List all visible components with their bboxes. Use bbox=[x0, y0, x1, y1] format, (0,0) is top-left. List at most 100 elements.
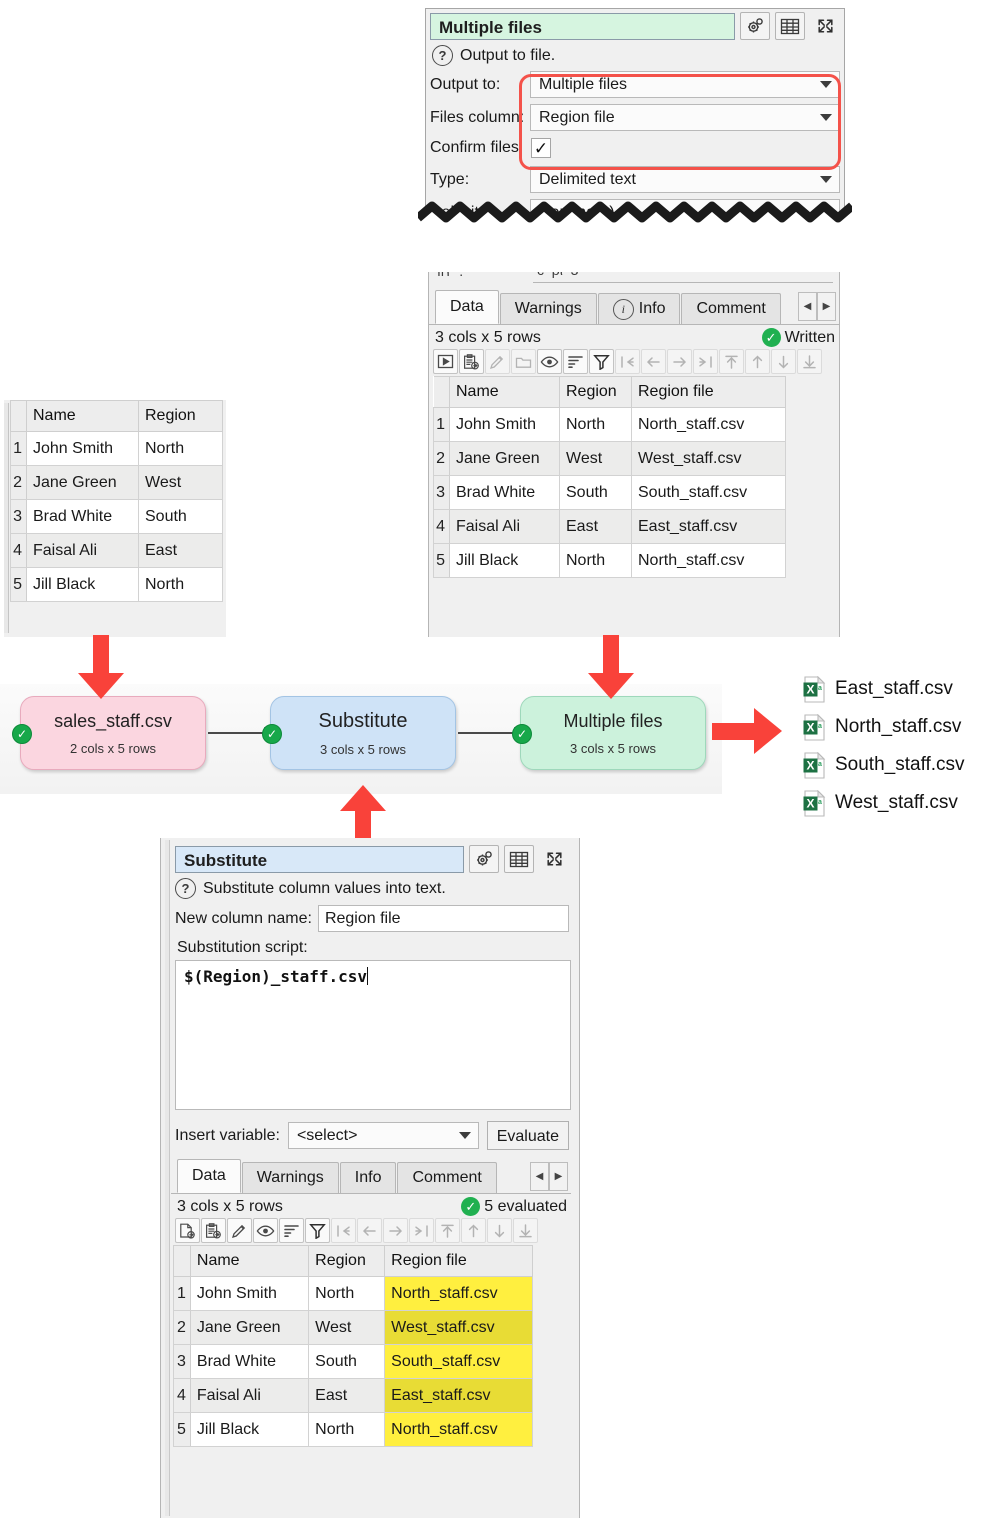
cell-name[interactable]: Jane Green bbox=[26, 465, 139, 500]
prev-row-icon[interactable] bbox=[461, 1218, 486, 1243]
cell-region[interactable]: North bbox=[138, 567, 223, 602]
cell-region-file[interactable]: North_staff.csv bbox=[631, 543, 786, 578]
cell-name[interactable]: Jill Black bbox=[189, 1412, 310, 1447]
cell-region[interactable]: North bbox=[559, 407, 632, 442]
cell-region-file[interactable]: South_staff.csv bbox=[384, 1344, 533, 1379]
last-col-icon[interactable] bbox=[409, 1218, 434, 1243]
next-col-icon[interactable] bbox=[667, 349, 692, 374]
edit-icon[interactable] bbox=[485, 349, 510, 374]
table-row[interactable]: 4 Faisal Ali East bbox=[10, 533, 223, 568]
flow-diagram-canvas[interactable]: ✓ sales_staff.csv 2 cols x 5 rows ✓ Subs… bbox=[0, 684, 722, 794]
tab-info[interactable]: Info bbox=[339, 1162, 397, 1193]
eye-icon[interactable] bbox=[537, 349, 562, 374]
flow-node-substitute[interactable]: ✓ Substitute 3 cols x 5 rows bbox=[262, 696, 456, 770]
output-dialog-title[interactable]: Multiple files bbox=[430, 12, 735, 40]
tab-scroll-left-button[interactable]: ◀ bbox=[530, 1161, 549, 1191]
cell-region[interactable]: North bbox=[138, 431, 223, 466]
tab-comment[interactable]: Comment bbox=[397, 1162, 497, 1193]
help-icon[interactable]: ? bbox=[432, 45, 453, 66]
tab-data[interactable]: Data bbox=[177, 1159, 241, 1193]
cell-region[interactable]: East bbox=[559, 509, 632, 544]
cell-name[interactable]: Faisal Ali bbox=[189, 1378, 310, 1413]
tab-info[interactable]: i Info bbox=[597, 293, 681, 324]
cell-region-file[interactable]: East_staff.csv bbox=[631, 509, 786, 544]
col-header-region[interactable]: Region bbox=[559, 376, 632, 408]
col-header-region-file[interactable]: Region file bbox=[384, 1245, 533, 1277]
sort-icon[interactable] bbox=[563, 349, 588, 374]
cell-name[interactable]: John Smith bbox=[189, 1276, 310, 1311]
cell-region-file[interactable]: South_staff.csv bbox=[631, 475, 786, 510]
table-row[interactable]: 5 Jill Black North bbox=[10, 567, 223, 602]
cell-region-file[interactable]: West_staff.csv bbox=[384, 1310, 533, 1345]
col-header-name[interactable]: Name bbox=[189, 1245, 310, 1277]
substitute-dialog-title[interactable]: Substitute bbox=[175, 845, 464, 873]
table-row[interactable]: 3 Brad White South South_staff.csv bbox=[173, 1344, 533, 1379]
next-row-icon[interactable] bbox=[771, 349, 796, 374]
new-column-name-input[interactable]: Region file bbox=[317, 905, 569, 932]
table-view-icon[interactable] bbox=[775, 12, 805, 40]
output-to-select[interactable]: Multiple files bbox=[530, 71, 840, 98]
cell-region[interactable]: West bbox=[308, 1310, 386, 1345]
cell-region[interactable]: North bbox=[308, 1276, 386, 1311]
run-icon[interactable] bbox=[433, 349, 458, 374]
cell-region-file[interactable]: West_staff.csv bbox=[631, 441, 786, 476]
next-col-icon[interactable] bbox=[383, 1218, 408, 1243]
paste-icon[interactable] bbox=[459, 349, 484, 374]
filter-icon[interactable] bbox=[589, 349, 614, 374]
substitute-data-table[interactable]: Name Region Region file 1 John Smith Nor… bbox=[173, 1245, 533, 1447]
first-col-icon[interactable] bbox=[615, 349, 640, 374]
prev-col-icon[interactable] bbox=[357, 1218, 382, 1243]
files-column-select[interactable]: Region file bbox=[530, 104, 840, 131]
col-header-region-file[interactable]: Region file bbox=[631, 376, 786, 408]
table-row[interactable]: 4 Faisal Ali East East_staff.csv bbox=[173, 1378, 533, 1413]
new-file-icon[interactable] bbox=[175, 1218, 200, 1243]
cell-name[interactable]: Jane Green bbox=[189, 1310, 310, 1345]
col-header-region[interactable]: Region bbox=[308, 1245, 386, 1277]
table-row[interactable]: 1 John Smith North North_staff.csv bbox=[433, 407, 786, 442]
table-row[interactable]: 4 Faisal Ali East East_staff.csv bbox=[433, 509, 786, 544]
input-data-table[interactable]: Name Region 1 John Smith North 2 Jane Gr… bbox=[10, 400, 223, 602]
prev-col-icon[interactable] bbox=[641, 349, 666, 374]
settings-gear-icon[interactable] bbox=[740, 12, 770, 40]
col-header-name[interactable]: Name bbox=[26, 400, 139, 432]
table-row[interactable]: 5 Jill Black North North_staff.csv bbox=[173, 1412, 533, 1447]
table-row[interactable]: 2 Jane Green West West_staff.csv bbox=[433, 441, 786, 476]
table-row[interactable]: 1 John Smith North North_staff.csv bbox=[173, 1276, 533, 1311]
first-row-icon[interactable] bbox=[719, 349, 744, 374]
table-row[interactable]: 3 Brad White South bbox=[10, 499, 223, 534]
cell-region[interactable]: North bbox=[308, 1412, 386, 1447]
cell-name[interactable]: Brad White bbox=[189, 1344, 310, 1379]
col-header-name[interactable]: Name bbox=[449, 376, 560, 408]
output-data-table[interactable]: Name Region Region file 1 John Smith Nor… bbox=[433, 376, 786, 578]
table-row[interactable]: 5 Jill Black North North_staff.csv bbox=[433, 543, 786, 578]
prev-row-icon[interactable] bbox=[745, 349, 770, 374]
cell-region[interactable]: South bbox=[559, 475, 632, 510]
confirm-files-checkbox[interactable]: ✓ bbox=[531, 138, 551, 158]
folder-icon[interactable] bbox=[511, 349, 536, 374]
cell-region[interactable]: East bbox=[308, 1378, 386, 1413]
tab-comment[interactable]: Comment bbox=[681, 293, 781, 324]
tab-scroll-right-button[interactable]: ▶ bbox=[817, 292, 836, 321]
last-row-icon[interactable] bbox=[513, 1218, 538, 1243]
settings-gear-icon[interactable] bbox=[469, 845, 499, 873]
cell-name[interactable]: Jill Black bbox=[449, 543, 560, 578]
cell-name[interactable]: John Smith bbox=[449, 407, 560, 442]
tab-scroll-left-button[interactable]: ◀ bbox=[798, 292, 817, 321]
first-col-icon[interactable] bbox=[331, 1218, 356, 1243]
list-item[interactable]: X a North_staff.csv bbox=[803, 708, 999, 746]
expand-icon[interactable] bbox=[810, 12, 840, 40]
table-view-icon[interactable] bbox=[504, 845, 534, 873]
col-header-region[interactable]: Region bbox=[138, 400, 223, 432]
tab-data[interactable]: Data bbox=[435, 290, 499, 324]
list-item[interactable]: X a West_staff.csv bbox=[803, 784, 999, 822]
cell-name[interactable]: Brad White bbox=[26, 499, 139, 534]
flow-node-multiple-files[interactable]: ✓ Multiple files 3 cols x 5 rows bbox=[512, 696, 706, 770]
evaluate-button[interactable]: Evaluate bbox=[486, 1121, 569, 1150]
cell-region[interactable]: South bbox=[308, 1344, 386, 1379]
tab-scroll-right-button[interactable]: ▶ bbox=[549, 1161, 568, 1191]
cell-region-file[interactable]: North_staff.csv bbox=[384, 1276, 533, 1311]
cell-region-file[interactable]: East_staff.csv bbox=[384, 1378, 533, 1413]
insert-variable-select[interactable]: <select> bbox=[287, 1122, 479, 1149]
tab-warnings[interactable]: Warnings bbox=[241, 1162, 339, 1193]
sort-icon[interactable] bbox=[279, 1218, 304, 1243]
